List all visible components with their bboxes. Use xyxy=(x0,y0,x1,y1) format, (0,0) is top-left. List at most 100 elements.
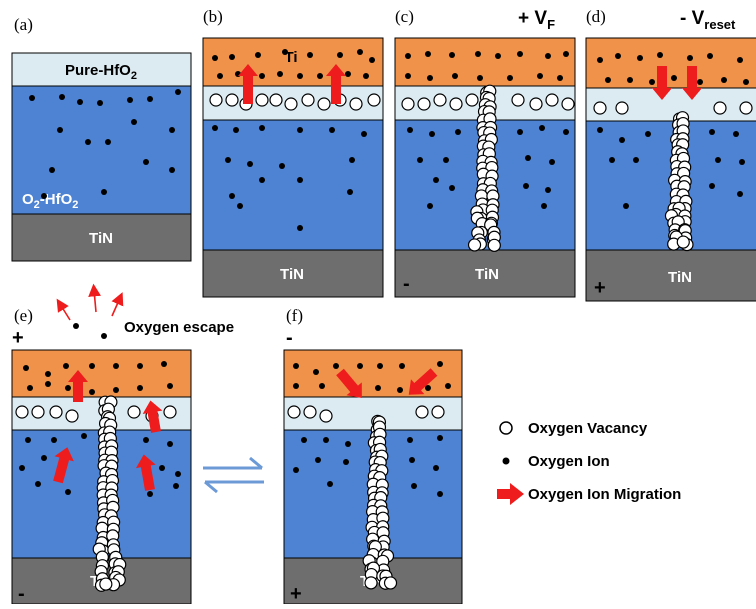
ion-legend-icon xyxy=(502,457,510,465)
oxygen-ion xyxy=(233,127,239,133)
oxygen-ion xyxy=(737,191,743,197)
escape-arrow xyxy=(111,292,124,317)
oxygen-vacancy xyxy=(739,101,753,115)
tin-label: TiN xyxy=(89,230,113,247)
oxygen-ion xyxy=(405,53,411,59)
migration-arrow xyxy=(682,66,702,100)
oxygen-ion xyxy=(517,51,523,57)
oxygen-ion xyxy=(27,385,33,391)
tin-electrode xyxy=(202,249,384,298)
oxygen-ion xyxy=(147,491,153,497)
oxygen-ion xyxy=(407,437,413,443)
oxygen-ion xyxy=(315,457,321,463)
oxygen-ion xyxy=(105,139,111,145)
bottom-sign-e: - xyxy=(18,583,25,604)
oxygen-vacancy xyxy=(269,93,283,107)
oxygen-ion xyxy=(633,157,639,163)
oxygen-ion xyxy=(101,333,107,339)
oxygen-ion xyxy=(307,52,313,58)
oxygen-vacancy xyxy=(431,405,445,419)
tin-label: TiN xyxy=(668,269,692,286)
oxygen-ion xyxy=(333,363,339,369)
pure-hfo2-label: Pure-HfO2 xyxy=(65,62,137,82)
migration-arrow xyxy=(652,66,672,100)
panel-label-c: (c) xyxy=(395,7,414,26)
oxygen-ion xyxy=(173,483,179,489)
oxygen-ion xyxy=(671,75,677,81)
oxygen-ion xyxy=(709,183,715,189)
oxygen-ion xyxy=(369,57,375,63)
oxygen-ion xyxy=(545,53,551,59)
oxygen-vacancy xyxy=(383,576,398,590)
panel-a: (a) Pure-HfO2 O2-HfO2 TiN xyxy=(11,15,192,262)
oxygen-ion xyxy=(29,95,35,101)
oxygen-vacancy xyxy=(319,409,333,423)
oxygen-vacancy xyxy=(713,101,727,115)
pure-hfo2-layer xyxy=(11,52,192,87)
o2-hfo2-label: O2-HfO2 xyxy=(22,191,78,211)
migration-arrow xyxy=(135,454,156,491)
oxygen-ion xyxy=(433,177,439,183)
oxygen-vacancy xyxy=(15,405,29,419)
oxygen-escape-label: Oxygen escape xyxy=(124,319,234,336)
o2-hfo2-layer xyxy=(202,119,384,251)
oxygen-ion xyxy=(733,131,739,137)
oxygen-ion xyxy=(411,483,417,489)
oxygen-ion xyxy=(475,51,481,57)
oxygen-ion xyxy=(161,361,167,367)
oxygen-ion xyxy=(645,131,651,137)
tin-electrode xyxy=(394,249,576,298)
oxygen-ion xyxy=(137,385,143,391)
oxygen-ion xyxy=(405,73,411,79)
oxygen-vacancy xyxy=(317,97,331,111)
oxygen-ion xyxy=(517,129,523,135)
oxygen-vacancies xyxy=(593,101,753,252)
panel-f: (f) - TiN + xyxy=(283,306,463,605)
oxygen-ion xyxy=(357,49,363,55)
oxygen-vacancy xyxy=(31,405,45,419)
oxygen-vacancy xyxy=(511,93,525,107)
oxygen-ion xyxy=(175,89,181,95)
oxygen-ion xyxy=(255,52,261,58)
oxygen-ion xyxy=(25,437,31,443)
oxygen-ion xyxy=(237,203,243,209)
oxygen-ion xyxy=(147,96,153,102)
bottom-sign-d: + xyxy=(594,277,606,299)
oxygen-ion xyxy=(525,155,531,161)
ti-electrode xyxy=(585,37,756,89)
backward-switch-arrow xyxy=(204,480,264,494)
oxygen-vacancy xyxy=(255,93,269,107)
oxygen-ion xyxy=(427,75,433,81)
bias-label-c: + VF xyxy=(518,8,555,32)
oxygen-ion xyxy=(229,54,235,60)
oxygen-ion xyxy=(549,159,555,165)
oxygen-vacancy xyxy=(417,97,431,111)
oxygen-ion xyxy=(425,385,431,391)
oxygen-vacancies xyxy=(209,93,381,111)
oxygen-ion xyxy=(541,203,547,209)
oxygen-ion xyxy=(449,185,455,191)
oxygen-vacancy xyxy=(529,97,543,111)
oxygen-ion xyxy=(477,75,483,81)
oxygen-ion xyxy=(293,383,299,389)
pure-hfo2-layer xyxy=(585,87,756,122)
oxygen-ion xyxy=(349,157,355,163)
oxygen-ion xyxy=(721,77,727,83)
oxygen-ion xyxy=(49,167,55,173)
oxygen-ion xyxy=(297,225,303,231)
tin-electrode xyxy=(11,213,192,262)
bottom-sign-f: + xyxy=(290,583,302,604)
oxygen-ion xyxy=(41,455,47,461)
oxygen-ion xyxy=(363,73,369,79)
oxygen-ion xyxy=(707,53,713,59)
oxygen-ion xyxy=(131,119,137,125)
oxygen-ion xyxy=(563,129,569,135)
oxygen-ion xyxy=(65,385,71,391)
oxygen-vacancies xyxy=(15,395,177,592)
panel-label-f: (f) xyxy=(286,306,303,325)
oxygen-ion xyxy=(313,369,319,375)
migration-arrow xyxy=(408,368,438,395)
oxygen-ion xyxy=(89,389,95,395)
oxygen-ion xyxy=(81,433,87,439)
oxygen-ion xyxy=(437,435,443,441)
